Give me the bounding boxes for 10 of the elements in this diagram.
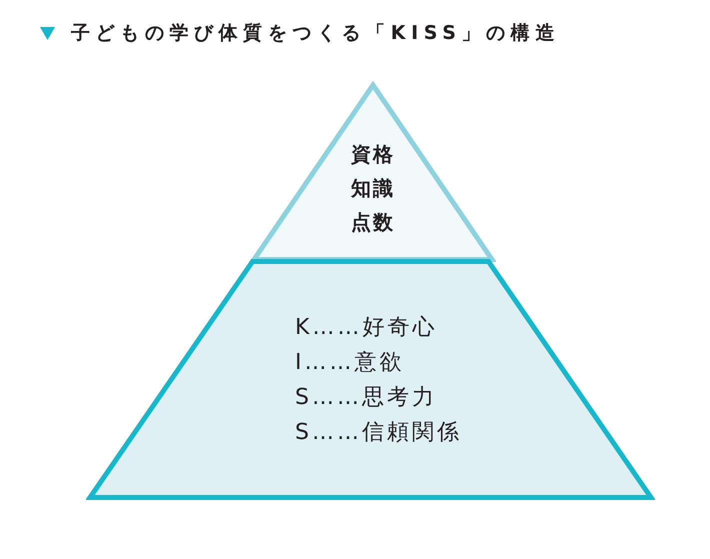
tier-text: 知識 <box>351 175 395 202</box>
tier-text: K……好奇心 <box>295 314 438 342</box>
tier-text: 点数 <box>351 209 395 236</box>
diagram-title: 子どもの学び体質をつくる「KISS」の構造 <box>71 21 560 46</box>
pyramid-base-tier <box>86 259 655 500</box>
pyramid-top-tier <box>250 80 496 262</box>
tier-text: I……意欲 <box>295 349 404 377</box>
tier-text: 資格 <box>351 141 395 168</box>
tier-text: S……信頼関係 <box>295 419 462 447</box>
tier-text: S……思考力 <box>295 384 437 412</box>
